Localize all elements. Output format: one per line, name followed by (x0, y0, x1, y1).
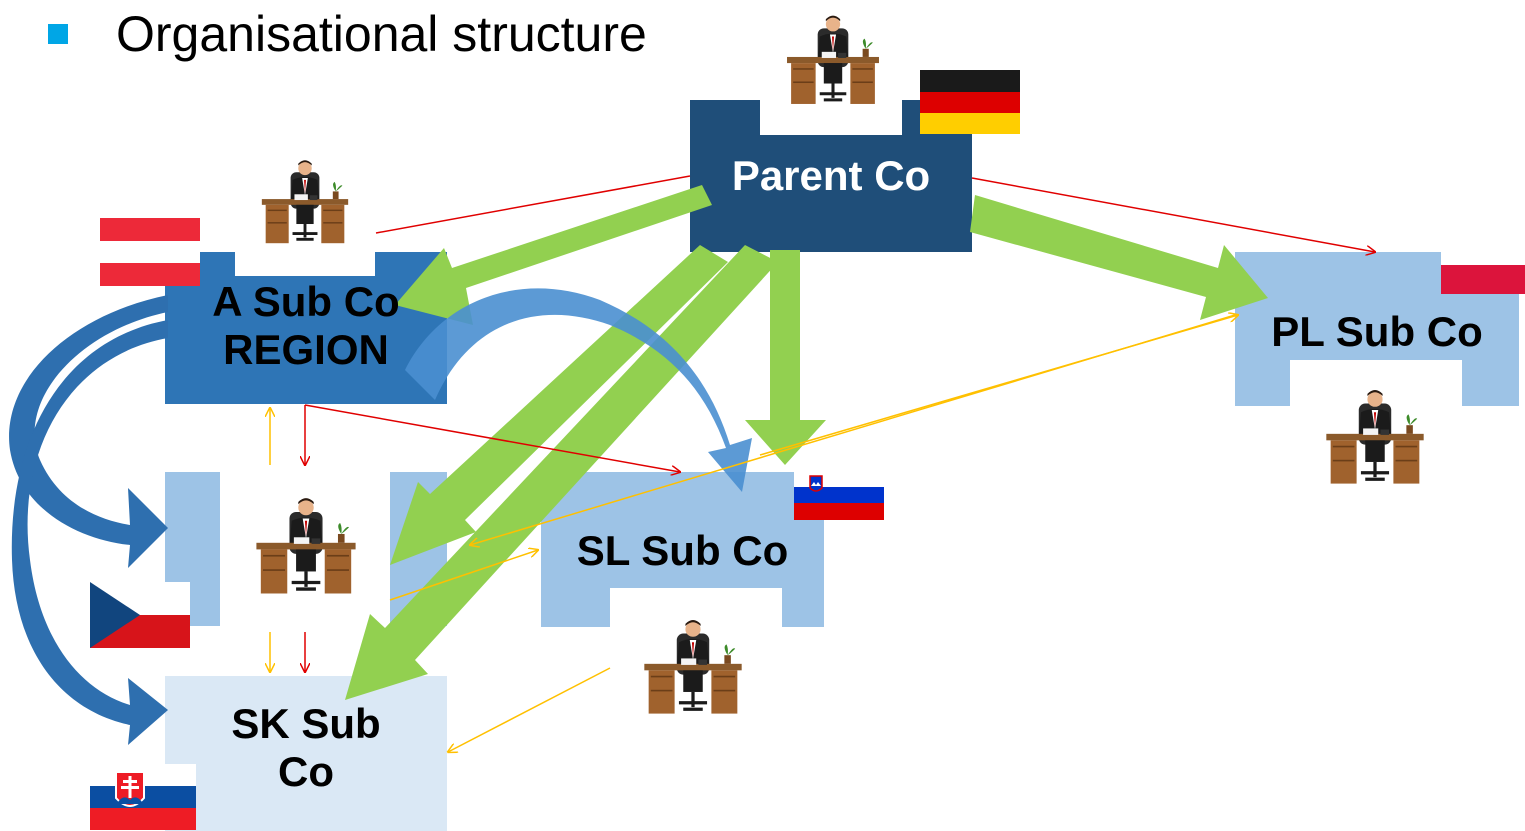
slide-title: Organisational structure (48, 4, 647, 64)
blue-arrow-a-to-cz (9, 295, 168, 568)
parent-co-label: Parent Co (731, 152, 931, 199)
manager-austria-icon (260, 158, 350, 245)
austria-flag-icon (100, 218, 200, 286)
a-sub-co-label-line2: REGION (223, 326, 389, 374)
manager-slovenia-icon (642, 618, 744, 716)
green-arrow-to-a-sub-co (395, 185, 712, 325)
yellow-line-sl-to-sk (448, 667, 611, 752)
sk-sub-co-label: SK Sub Co (165, 700, 447, 797)
red-line-parent-to-a (375, 175, 691, 234)
slovenia-flag-icon (794, 470, 884, 520)
a-sub-co-label-line1: A Sub Co (212, 278, 400, 325)
pl-sub-co-label: PL Sub Co (1271, 308, 1483, 355)
germany-flag-icon (920, 70, 1020, 134)
green-arrow-to-sl-sub-co (745, 250, 826, 465)
manager-poland-icon (1324, 388, 1426, 486)
green-arrows (345, 185, 1268, 700)
blue-arrow-a-to-sk (11, 320, 168, 745)
czech-flag-icon (90, 582, 190, 648)
red-arrows (304, 175, 1375, 672)
sk-sub-co-box (165, 676, 447, 831)
red-line-a-to-sl (304, 404, 680, 472)
a-sub-co-box (165, 252, 447, 404)
a-sub-co-label: A Sub Co REGION (165, 278, 447, 375)
yellow-line-cz-to-pl (759, 315, 1238, 456)
blue-arrows (9, 288, 752, 745)
manager-parent-icon (785, 14, 881, 106)
slide-title-text: Organisational structure (116, 6, 647, 62)
yellow-arrows (270, 315, 1238, 752)
poland-flag-icon (1441, 236, 1525, 294)
manager-czech-icon (254, 496, 358, 596)
slovakia-flag-icon (90, 764, 196, 830)
sk-sub-co-label-line1: SK Sub (231, 700, 381, 747)
red-line-parent-to-pl (971, 177, 1375, 252)
sl-sub-co-label: SL Sub Co (576, 527, 789, 574)
yellow-line-cz-to-sl (389, 550, 538, 601)
bullet-icon (48, 24, 68, 44)
green-arrow-to-pl-sub-co (970, 195, 1268, 320)
sk-sub-co-label-line2: Co (278, 748, 334, 796)
